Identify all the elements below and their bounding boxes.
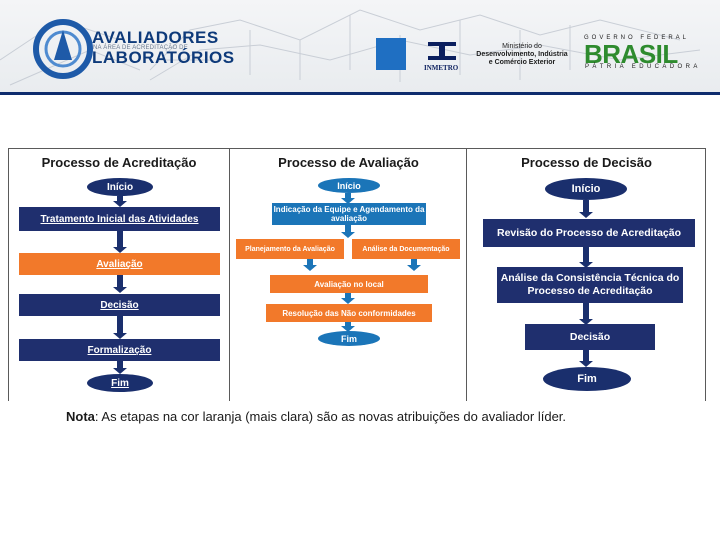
node-inicio: Início	[545, 178, 627, 200]
column-title: Processo de Avaliação	[278, 155, 419, 170]
header-banner: AVALIADORES NA ÁREA DE ACREDITAÇÃO DE LA…	[0, 0, 720, 92]
column-title: Processo de Decisão	[521, 155, 652, 170]
ministry-line-1: Ministério do	[502, 43, 542, 50]
node-indicacao-equipe: Indicação da Equipe e Agendamento da ava…	[272, 203, 426, 225]
process-diagram: Processo de Acreditação Início Tratament…	[8, 148, 706, 401]
node-revisao-processo: Revisão do Processo de Acreditação	[483, 219, 695, 247]
ministry-line-3: e Comércio Exterior	[488, 59, 556, 66]
footnote: Nota: As etapas na cor laranja (mais cla…	[66, 409, 566, 424]
node-inicio: Início	[318, 178, 380, 193]
node-avaliacao: Avaliação	[19, 253, 220, 275]
node-analise-documentacao: Análise da Documentação	[352, 239, 460, 259]
inmetro-label: INMETRO	[424, 64, 459, 72]
column-avaliacao: Processo de Avaliação Início Indicação d…	[229, 149, 467, 401]
header-divider	[0, 92, 720, 95]
inmetro-square-logo-icon	[376, 38, 406, 70]
node-tratamento-inicial: Tratamento Inicial das Atividades	[19, 207, 220, 231]
brasil-logo: BRASIL	[584, 39, 678, 69]
node-fim: Fim	[87, 374, 153, 392]
column-decisao: Processo de Decisão Início Revisão do Pr…	[466, 149, 706, 401]
node-resolucao-nc: Resolução das Não conformidades	[266, 304, 432, 322]
avaliadores-logo-icon	[33, 19, 93, 79]
node-fim: Fim	[318, 331, 380, 346]
ministry-line-2: Desenvolvimento, Indústria	[476, 51, 568, 58]
footnote-label: Nota	[66, 409, 95, 424]
inmetro-mark-icon	[428, 42, 456, 60]
node-inicio: Início	[87, 178, 153, 196]
footnote-text: : As etapas na cor laranja (mais clara) …	[94, 409, 567, 424]
node-fim: Fim	[543, 367, 631, 391]
node-planejamento: Planejamento da Avaliação	[236, 239, 344, 259]
governo-federal-label: GOVERNO FEDERAL	[584, 35, 690, 41]
ministry-text: Ministério do Desenvolvimento, Indústria…	[470, 43, 574, 67]
node-analise-consistencia: Análise da Consistência Técnica do Proce…	[497, 267, 683, 303]
node-avaliacao-local: Avaliação no local	[270, 275, 428, 293]
logo-subtitle: NA ÁREA DE ACREDITAÇÃO DE	[93, 45, 188, 51]
node-formalizacao: Formalização	[19, 339, 220, 361]
logo-title-2: LABORATÓRIOS	[92, 48, 235, 67]
column-title: Processo de Acreditação	[41, 155, 197, 170]
node-decisao: Decisão	[19, 294, 220, 316]
column-acreditacao: Processo de Acreditação Início Tratament…	[9, 149, 229, 401]
node-decisao: Decisão	[525, 324, 655, 350]
logo-title: AVALIADORES	[92, 28, 219, 47]
patria-educadora-label: PÁTRIA EDUCADORA	[585, 64, 701, 70]
